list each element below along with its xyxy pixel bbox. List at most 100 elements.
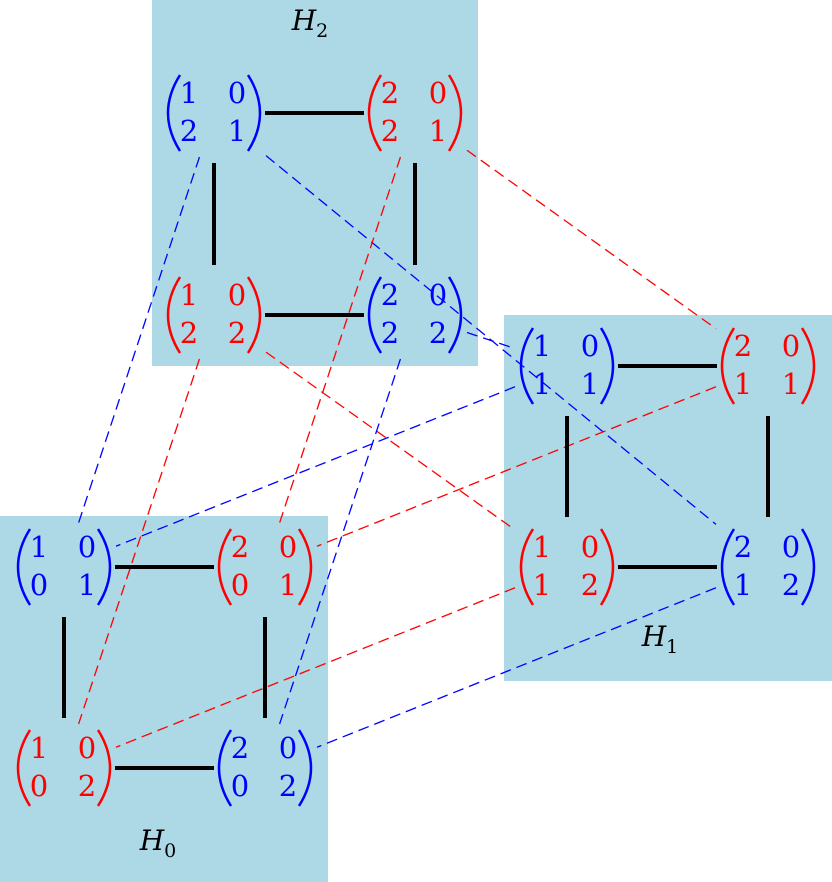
entry-r2c2: 1 (279, 568, 297, 602)
entry-r2c1: 1 (533, 568, 551, 602)
solid-edges-layer (62, 111, 770, 770)
panel-h2 (152, 0, 478, 366)
entry-r1c1: 1 (533, 530, 551, 564)
panel-h0 (0, 516, 328, 882)
left-paren (367, 276, 383, 354)
entry-r1c1: 1 (180, 278, 198, 312)
dashed-edge-h1-bl-h0-bl (115, 587, 516, 748)
right-paren (96, 729, 112, 807)
right-paren (246, 276, 262, 354)
dashed-edge-h1-tr-h0-tr (316, 386, 717, 547)
dashed-edges-layer (77, 149, 717, 748)
right-paren (800, 528, 816, 606)
entry-r1c1: 1 (30, 530, 48, 564)
dashed-edge-h2-tr-h1-tr (466, 149, 717, 330)
dashed-edge-h2-br-h0-br (278, 358, 402, 725)
entry-r1c2: 0 (581, 530, 599, 564)
entry-r2c2: 1 (228, 114, 246, 148)
right-paren (599, 327, 615, 405)
right-paren (96, 528, 112, 606)
entry-r2c2: 1 (782, 367, 800, 401)
dashed-edge-h2-bl-h1-bl (265, 351, 516, 531)
left-paren (720, 528, 736, 606)
left-paren (166, 276, 182, 354)
entry-r2c1: 2 (381, 114, 399, 148)
entry-r1c2: 0 (429, 76, 447, 110)
group-label-h2: H2 (291, 4, 329, 42)
entry-r2c2: 2 (581, 568, 599, 602)
right-paren (800, 327, 816, 405)
entry-r1c2: 0 (279, 731, 297, 765)
entry-r1c2: 0 (581, 329, 599, 363)
entry-r2c2: 2 (78, 769, 96, 803)
dashed-edge-h1-br-h0-br (316, 587, 717, 748)
dashed-edge-h2-br-h1-tl (466, 331, 516, 350)
entry-r1c1: 1 (30, 731, 48, 765)
left-paren (720, 327, 736, 405)
entry-r1c1: 2 (381, 76, 399, 110)
right-paren (599, 528, 615, 606)
entry-r2c2: 1 (429, 114, 447, 148)
entry-r2c2: 2 (279, 769, 297, 803)
entry-r2c1: 1 (734, 367, 752, 401)
left-paren (166, 74, 182, 152)
entry-r1c2: 0 (429, 278, 447, 312)
entry-r1c1: 2 (231, 530, 249, 564)
entry-r1c2: 0 (228, 76, 246, 110)
entry-r1c2: 0 (78, 530, 96, 564)
entry-r2c1: 1 (734, 568, 752, 602)
entry-r2c2: 2 (228, 316, 246, 350)
entry-r1c1: 1 (533, 329, 551, 363)
entry-r1c1: 1 (180, 76, 198, 110)
right-paren (447, 276, 463, 354)
entry-r1c1: 2 (231, 731, 249, 765)
left-paren (16, 729, 32, 807)
entry-r1c1: 2 (381, 278, 399, 312)
left-paren (519, 528, 535, 606)
entry-r2c1: 0 (30, 769, 48, 803)
entry-r2c1: 1 (533, 367, 551, 401)
entry-r1c2: 0 (78, 731, 96, 765)
left-paren (519, 327, 535, 405)
dashed-edge-h1-tl-h0-tl (115, 386, 516, 547)
left-paren (16, 528, 32, 606)
entry-r2c1: 2 (381, 316, 399, 350)
entry-r1c2: 0 (228, 278, 246, 312)
left-paren (367, 74, 383, 152)
entry-r1c2: 0 (782, 329, 800, 363)
right-paren (447, 74, 463, 152)
entry-r1c2: 0 (782, 530, 800, 564)
right-paren (246, 74, 262, 152)
group-label-h0: H0 (139, 824, 177, 862)
panel-h1 (504, 315, 832, 681)
entry-r2c1: 2 (180, 316, 198, 350)
entry-r2c2: 1 (78, 568, 96, 602)
entry-r1c2: 0 (279, 530, 297, 564)
entry-r2c1: 2 (180, 114, 198, 148)
left-paren (217, 729, 233, 807)
dashed-edge-h2-tl-h0-tl (77, 156, 201, 524)
dashed-edge-h2-tr-h0-tr (278, 156, 402, 524)
dashed-edge-h2-bl-h0-bl (77, 358, 201, 725)
entry-r2c1: 0 (231, 568, 249, 602)
right-paren (297, 528, 313, 606)
group-label-h1: H1 (641, 620, 679, 658)
left-paren (217, 528, 233, 606)
